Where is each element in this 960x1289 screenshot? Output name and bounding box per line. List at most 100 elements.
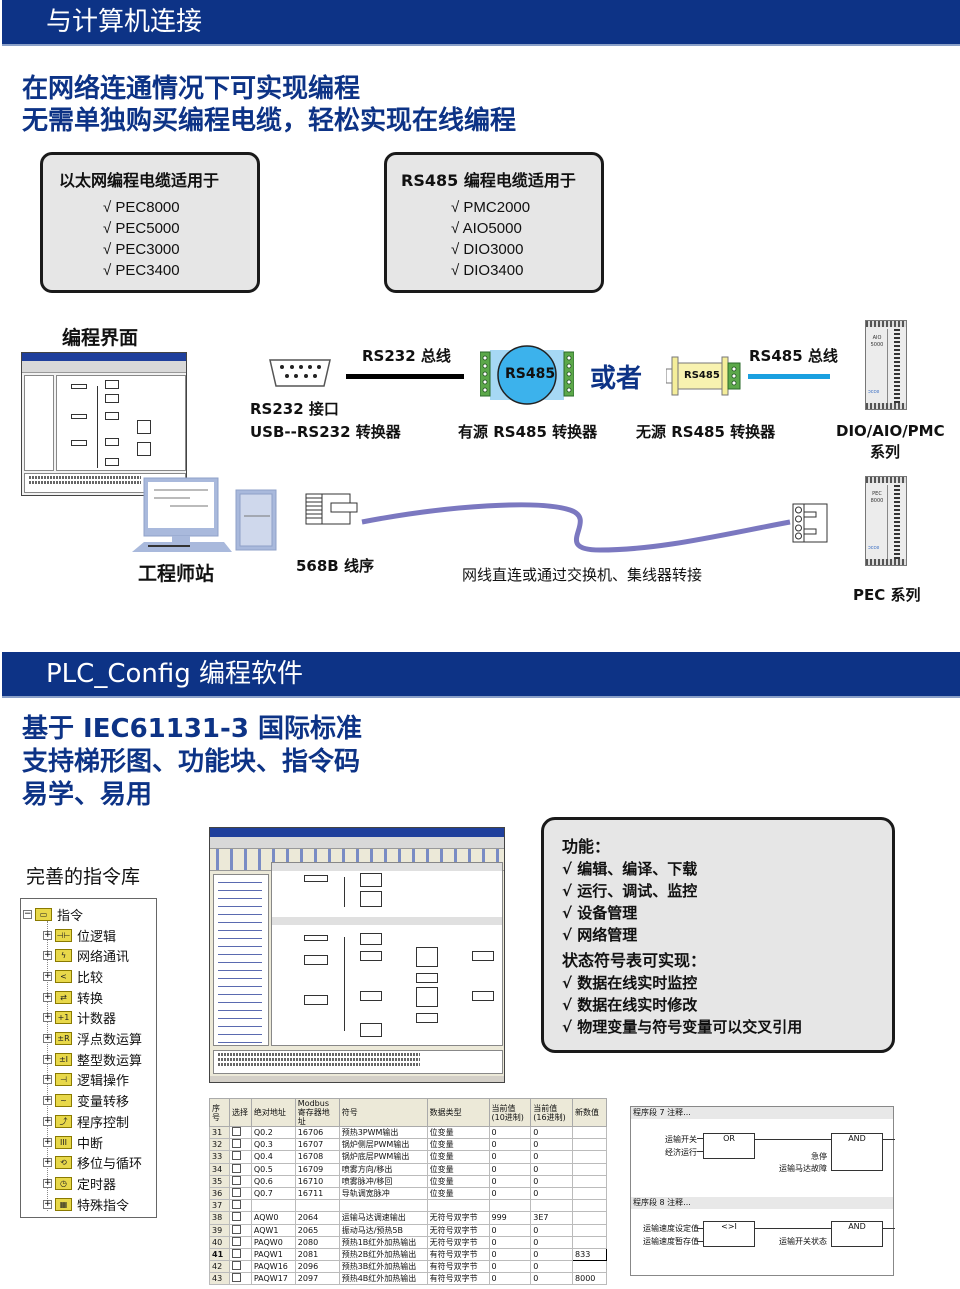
checkbox[interactable] [231, 1249, 241, 1258]
checkbox[interactable] [231, 1200, 241, 1210]
checkbox[interactable] [231, 1164, 241, 1173]
column-header[interactable]: 绝对地址 [250, 1098, 296, 1127]
expand-icon[interactable]: + [43, 1198, 52, 1209]
select-checkbox[interactable] [228, 1138, 252, 1152]
select-checkbox[interactable] [228, 1211, 252, 1225]
checkbox[interactable] [231, 1237, 241, 1246]
checkbox[interactable] [231, 1139, 241, 1149]
new-value-cell[interactable] [572, 1211, 607, 1225]
new-value-cell[interactable] [572, 1260, 607, 1274]
and-block[interactable]: AND [831, 1133, 883, 1171]
new-value-cell[interactable] [572, 1235, 607, 1249]
expand-icon[interactable]: + [43, 1033, 52, 1043]
new-value-cell[interactable] [572, 1174, 607, 1188]
column-header[interactable]: 序号 [209, 1098, 230, 1127]
select-checkbox[interactable] [228, 1260, 252, 1274]
new-value-cell[interactable] [572, 1162, 607, 1176]
checkbox[interactable] [231, 1273, 241, 1283]
new-value-cell[interactable] [572, 1138, 607, 1152]
tree-node[interactable]: +⊣⊢位逻辑 [43, 925, 116, 945]
column-header[interactable]: 选择 [228, 1098, 252, 1127]
expand-icon[interactable]: + [43, 950, 52, 961]
and-block[interactable]: AND [831, 1221, 883, 1247]
expand-icon[interactable]: + [43, 929, 52, 940]
select-checkbox[interactable] [228, 1247, 252, 1262]
select-checkbox[interactable] [228, 1186, 252, 1201]
column-header[interactable]: Modbus寄存器地址 [294, 1098, 340, 1127]
tree-node[interactable]: +▦特殊指令 [43, 1194, 129, 1214]
select-checkbox[interactable] [228, 1272, 252, 1286]
checkbox[interactable] [231, 1212, 241, 1222]
checkbox[interactable] [231, 1127, 241, 1137]
tree-node[interactable]: +⊣逻辑操作 [43, 1070, 129, 1090]
or-block[interactable]: OR [703, 1133, 755, 1159]
new-value-cell[interactable]: 8000 [572, 1272, 607, 1286]
tree-node[interactable]: +⟲移位与循环 [43, 1153, 142, 1173]
expand-icon[interactable]: + [43, 1074, 52, 1085]
expand-icon[interactable]: + [43, 991, 52, 1002]
tree-node-root[interactable]: − ▭ 指令 [23, 904, 83, 924]
new-value-cell[interactable] [572, 1150, 607, 1164]
table-cell: 预热4B红外加热输出 [338, 1272, 428, 1286]
new-value-cell[interactable] [572, 1186, 607, 1201]
expand-icon[interactable]: + [43, 1136, 52, 1147]
expand-icon[interactable]: + [43, 1177, 52, 1188]
select-checkbox[interactable] [228, 1150, 252, 1164]
checkbox[interactable] [231, 1188, 241, 1198]
tree-node[interactable]: +⇄转换 [43, 987, 103, 1007]
tree-node[interactable]: +⤴程序控制 [43, 1111, 129, 1131]
table-cell [488, 1199, 532, 1213]
folder-icon: ±R [55, 1032, 72, 1045]
checkbox[interactable] [231, 1225, 241, 1234]
select-checkbox[interactable] [228, 1162, 252, 1176]
expand-icon[interactable]: + [43, 1115, 52, 1126]
select-checkbox[interactable] [228, 1235, 252, 1249]
compare-block[interactable]: <>I [703, 1221, 755, 1247]
select-checkbox[interactable] [228, 1125, 252, 1140]
expand-icon[interactable]: + [43, 1095, 52, 1106]
checkbox[interactable] [231, 1261, 241, 1271]
column-header[interactable]: 当前值(10进制) [488, 1098, 532, 1127]
expand-icon[interactable]: + [43, 970, 52, 981]
new-value-cell[interactable]: 833 [572, 1247, 607, 1262]
checkbox[interactable] [231, 1176, 241, 1185]
table-cell: 0 [488, 1125, 532, 1140]
column-header[interactable]: 当前值(16进制) [530, 1098, 574, 1127]
collapse-icon[interactable]: − [23, 908, 32, 919]
select-checkbox[interactable] [228, 1174, 252, 1188]
tree-node[interactable]: +<比较 [43, 966, 103, 986]
tree-node[interactable]: +~变量转移 [43, 1091, 129, 1111]
expand-icon[interactable]: + [43, 1012, 52, 1023]
new-value-cell[interactable] [572, 1223, 607, 1237]
feature-item: √ 设备管理 [562, 904, 638, 922]
column-header[interactable]: 新数值 [572, 1098, 607, 1127]
new-value-cell[interactable] [572, 1125, 607, 1140]
column-header[interactable]: 符号 [338, 1098, 428, 1127]
column-header[interactable]: 数据类型 [426, 1098, 490, 1127]
expand-icon[interactable]: + [43, 1053, 52, 1064]
expand-icon[interactable]: + [43, 1157, 52, 1168]
checkbox[interactable] [231, 1151, 241, 1161]
tree-node[interactable]: +◷定时器 [43, 1173, 116, 1193]
new-value-cell[interactable] [572, 1199, 607, 1213]
select-checkbox[interactable] [228, 1199, 252, 1213]
table-row[interactable]: 37 [209, 1199, 607, 1213]
select-checkbox[interactable] [228, 1223, 252, 1237]
